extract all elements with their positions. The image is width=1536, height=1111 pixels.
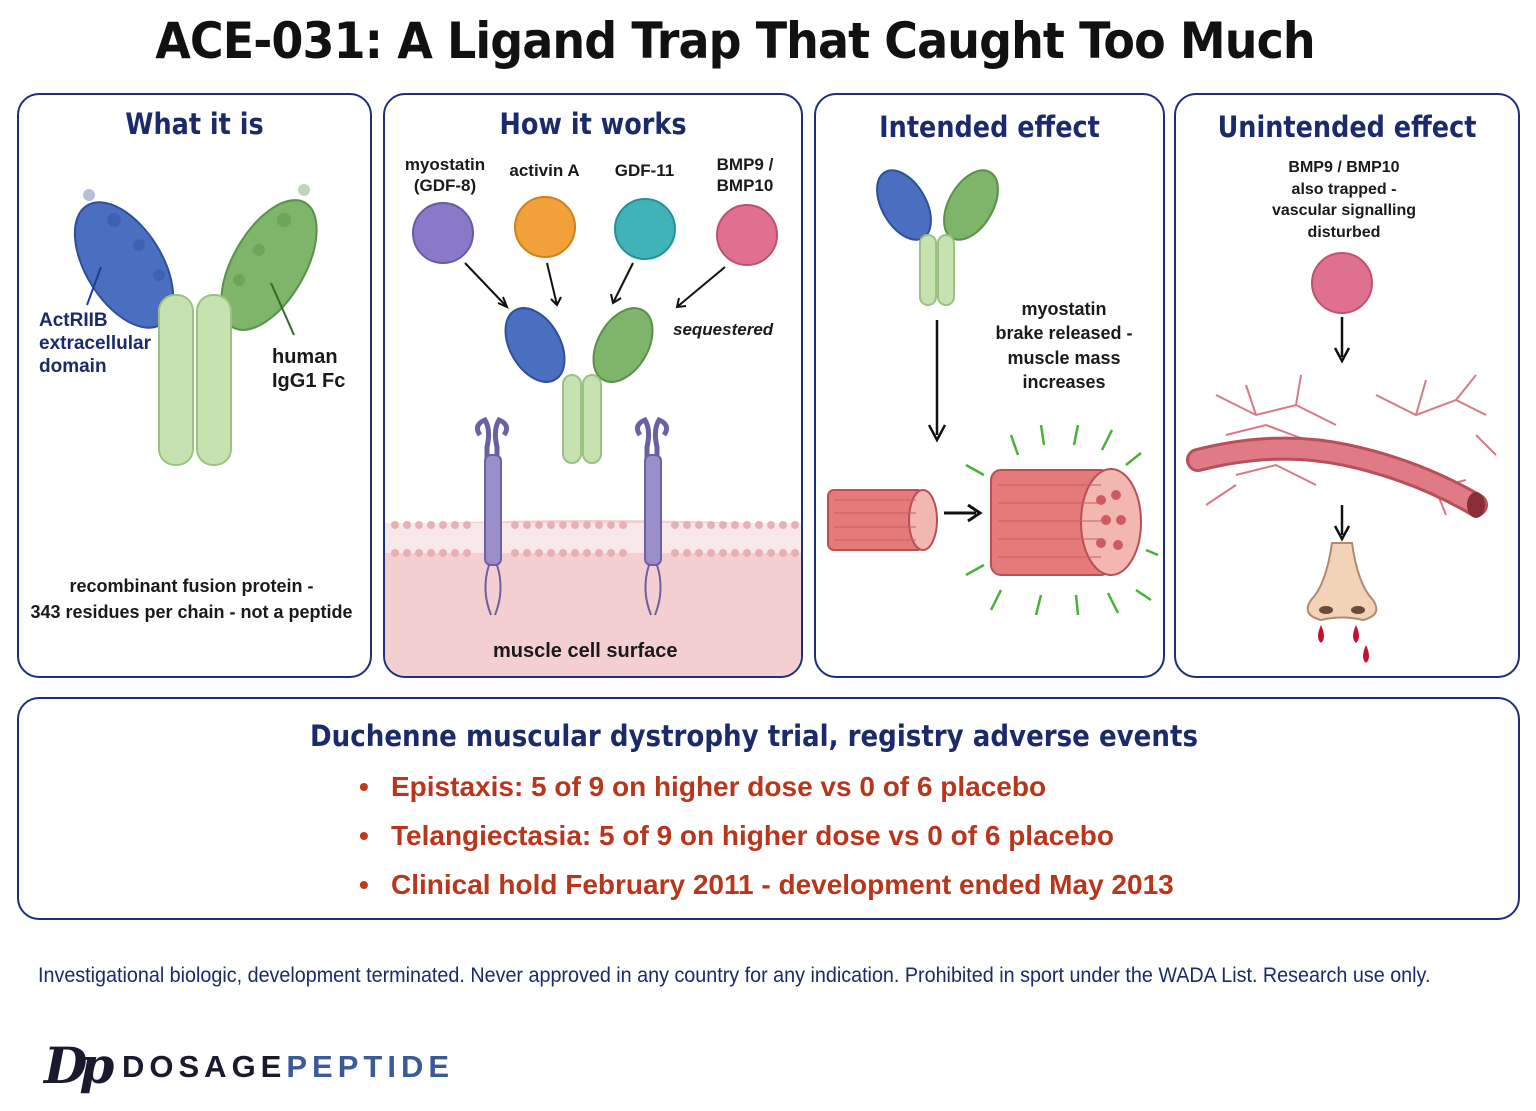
label-fc: human IgG1 Fc: [272, 346, 346, 393]
ligand-label-gdf11: GDF-11: [614, 161, 675, 180]
logo-part2: PEPTIDE: [286, 1049, 455, 1084]
label-sequestered: sequestered: [673, 320, 774, 339]
small-muscle: [827, 489, 938, 551]
bullet-icon: •: [359, 771, 369, 802]
bmp-molecule: [716, 204, 778, 266]
activin-molecule: [514, 196, 576, 258]
page-title: ACE-031: A Ligand Trap That Caught Too M…: [155, 12, 1315, 70]
large-muscle: [990, 468, 1142, 576]
nose-icon: [1306, 542, 1378, 622]
bullet-icon: •: [359, 820, 369, 851]
list-item: • Telangiectasia: 5 of 9 on higher dose v…: [359, 818, 1174, 867]
ligand-label-activin: activin A: [509, 161, 580, 180]
events-list: • Epistaxis: 5 of 9 on higher dose vs 0 o…: [359, 769, 1174, 916]
logo-wordmark: DOSAGEPEPTIDE: [122, 1049, 454, 1085]
panel-how-it-works: How it works myostatin (GDF-8) activin A…: [383, 93, 803, 678]
unintended-effect-illustration: [1186, 252, 1497, 663]
event-text: Telangiectasia: 5 of 9 on higher dose vs…: [391, 820, 1115, 851]
logo-mark: Dp: [44, 1036, 114, 1095]
panel-intended-effect: Intended effect myostatin brake released…: [814, 93, 1165, 678]
events-title: Duchenne muscular dystrophy trial, regis…: [310, 719, 1198, 753]
adverse-events-box: Duchenne muscular dystrophy trial, regis…: [17, 697, 1520, 920]
blood-drops-icon: [1318, 625, 1369, 663]
panel-what-it-is: What it is ActRIIB extracellular domain …: [17, 93, 372, 678]
panel-title-intended: Intended effect: [879, 110, 1100, 144]
panel-unintended-effect: Unintended effect BMP9 / BMP10 also trap…: [1174, 93, 1520, 678]
event-text: Epistaxis: 5 of 9 on higher dose vs 0 of…: [391, 771, 1047, 802]
list-item: • Clinical hold February 2011 - developme…: [359, 867, 1174, 916]
label-muscle-cell-surface: muscle cell surface: [493, 640, 678, 662]
logo-part1: DOSAGE: [122, 1049, 287, 1084]
intended-effect-illustration: [827, 169, 1159, 616]
panel-title-how-it-works: How it works: [499, 107, 687, 141]
myostatin-molecule: [412, 202, 474, 264]
bullet-icon: •: [359, 869, 369, 900]
bmp-molecule: [1311, 252, 1373, 314]
label-actriib: ActRIIB extracellular domain: [39, 310, 151, 378]
footer-disclaimer: Investigational biologic, development te…: [38, 964, 1431, 987]
ligand-label-bmp: BMP9 / BMP10: [716, 155, 774, 195]
fusion-protein-illustration: [73, 184, 318, 466]
receptor-left: [474, 416, 510, 616]
caption-intended: myostatin brake released - muscle mass i…: [995, 299, 1133, 392]
list-item: • Epistaxis: 5 of 9 on higher dose vs 0 o…: [359, 769, 1174, 818]
receptor-right: [634, 416, 670, 616]
gdf11-molecule: [614, 198, 676, 260]
panel-title-unintended: Unintended effect: [1217, 110, 1477, 144]
caption-what-it-is: recombinant fusion protein - 343 residue…: [30, 576, 353, 623]
panel-title-what-it-is: What it is: [125, 107, 264, 141]
caption-unintended: BMP9 / BMP10 also trapped - vascular sig…: [1271, 159, 1417, 241]
ligand-label-myostatin: myostatin (GDF-8): [404, 155, 486, 195]
mechanism-illustration: [385, 196, 801, 676]
event-text: Clinical hold February 2011 - developmen…: [391, 869, 1174, 900]
